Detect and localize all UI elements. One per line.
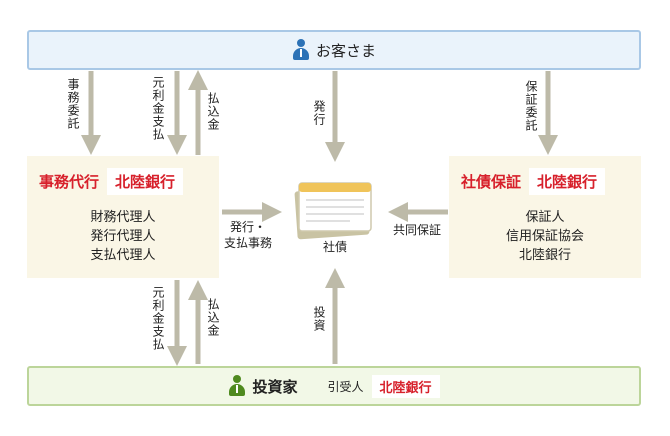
label-toshi: 投資 [312, 306, 326, 332]
underwriter-label: 引受人 [327, 379, 364, 394]
investor-bar: 投資家 引受人 北陸銀行 [27, 366, 641, 406]
underwriter-bank: 北陸銀行 [371, 374, 440, 398]
guarantee-roles: 保証人 信用保証協会 北陸銀行 [449, 208, 641, 265]
agent-roles: 財務代理人 発行代理人 支払代理人 [27, 208, 219, 265]
label-ganri-top: 元利金支払 [151, 76, 165, 141]
investor-person-icon [228, 375, 246, 397]
agent-box-title: 事務代行 [39, 173, 100, 191]
guarantee-box: 社債保証 北陸銀行 保証人 信用保証協会 北陸銀行 [449, 156, 641, 278]
guarantee-box-bank: 北陸銀行 [529, 168, 606, 195]
agent-box-bank: 北陸銀行 [107, 168, 184, 195]
guarantee-role: 北陸銀行 [518, 248, 571, 263]
bond-label: 社債 [322, 240, 347, 254]
investor-label: 投資家 [252, 377, 298, 396]
guarantee-box-title: 社債保証 [461, 173, 522, 191]
label-jimu-itaku: 事務委託 [66, 78, 80, 130]
customer-person-icon [292, 39, 310, 61]
customer-label: お客さま [315, 41, 376, 60]
label-haraikomi-bottom: 払込金 [206, 298, 220, 337]
guarantee-role: 保証人 [525, 210, 565, 225]
agent-box: 事務代行 北陸銀行 財務代理人 発行代理人 支払代理人 [27, 156, 219, 278]
customer-bar: お客さま [27, 30, 641, 70]
bond-document-icon [294, 182, 372, 240]
guarantee-role: 信用保証協会 [505, 229, 584, 244]
label-hakko: 発行 [312, 100, 326, 126]
label-haraikomi-top: 払込金 [206, 92, 220, 131]
agent-role: 財務代理人 [90, 210, 156, 225]
label-ganri-bottom: 元利金支払 [151, 286, 165, 351]
label-kyodo-hosho: 共同保証 [392, 223, 441, 237]
label-hosho-itaku: 保証委託 [524, 80, 538, 132]
agent-role: 発行代理人 [90, 229, 156, 244]
agent-role: 支払代理人 [90, 248, 156, 263]
label-hakko-shiharai: 発行・ 支払事務 [223, 220, 272, 250]
